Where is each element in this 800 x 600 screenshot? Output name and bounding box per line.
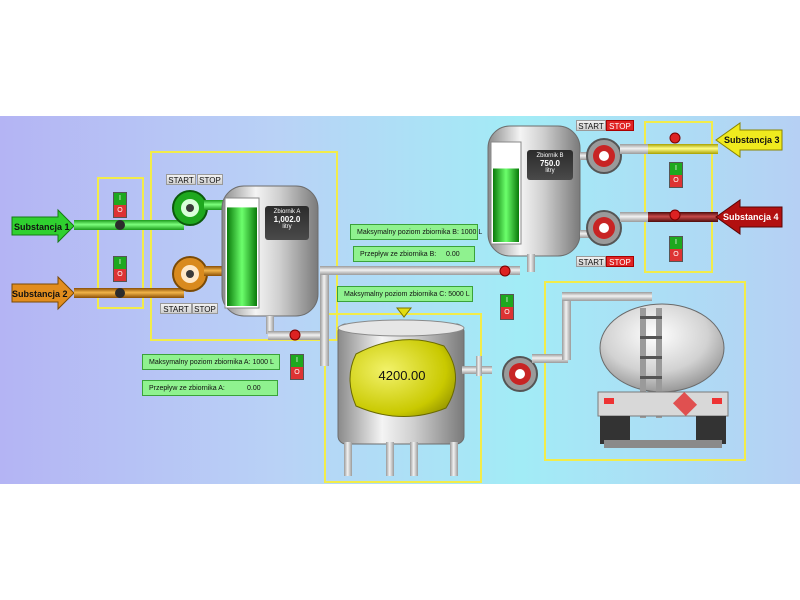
switch-on-label: I (114, 257, 126, 269)
switch-icon[interactable]: I O (113, 256, 127, 282)
tank-a-unit: litry (282, 224, 292, 230)
pump-icon (502, 292, 652, 392)
switch-icon[interactable]: I O (290, 354, 304, 380)
pump-icon (580, 210, 650, 246)
tank-a-value: 1,002.0 (273, 215, 301, 224)
pump-4-stop-button[interactable]: STOP (606, 256, 634, 267)
process-panel: Zbiornik A 1,002.0 litry Zbiornik B 750.… (0, 116, 800, 484)
pump-icon (172, 256, 224, 292)
tank-a-display: Zbiornik A 1,002.0 litry (265, 206, 309, 240)
tank-c-max-label: Maksymalny poziom zbiornika C: 5000 L (344, 291, 470, 298)
substance-3-label: Substancja 3 (724, 135, 780, 145)
tank-b-flow-value: 0.00 (446, 251, 460, 258)
switch-icon[interactable]: I O (669, 236, 683, 262)
substance-1-line (11, 208, 184, 244)
substance-4-label: Substancja 4 (723, 212, 779, 222)
tank-b-display: Zbiornik B 750.0 litry (527, 150, 573, 180)
valve-icon (115, 220, 125, 230)
pump-1-stop-button[interactable]: STOP (197, 174, 223, 185)
tank-b-level (493, 168, 519, 242)
switch-on-label: I (501, 295, 513, 307)
tank-c-value: 4200.00 (378, 368, 426, 383)
switch-off-label: O (291, 367, 303, 379)
arrow-icon (11, 208, 75, 244)
substance-1-label: Substancja 1 (14, 222, 70, 232)
pump-3-start-button[interactable]: START (576, 120, 606, 131)
switch-on-label: I (114, 193, 126, 205)
tank-c-max-panel: Maksymalny poziom zbiornika C: 5000 L (337, 286, 473, 302)
switch-off-label: O (670, 175, 682, 187)
pump-icon (580, 138, 650, 174)
switch-on-label: I (291, 355, 303, 367)
pump-2-stop-button[interactable]: STOP (192, 303, 218, 314)
tank-b-name: Zbiornik B (536, 153, 564, 159)
tank-a-name: Zbiornik A (273, 209, 301, 215)
switch-off-label: O (114, 269, 126, 281)
substance-2-line (11, 275, 184, 311)
tank-a-max-panel: Maksymalny poziom zbiornika A: 1000 L (142, 354, 280, 370)
tank-a-level (227, 207, 257, 306)
tank-a-flow-panel: Przepływ ze zbiornika A: 0.00 (142, 380, 278, 396)
pump-4-start-button[interactable]: START (576, 256, 606, 267)
switch-on-label: I (670, 163, 682, 175)
switch-icon[interactable]: I O (113, 192, 127, 218)
arrow-icon (11, 275, 75, 311)
switch-off-label: O (670, 249, 682, 261)
valve-icon (115, 288, 125, 298)
tank-b-flow-label: Przepływ ze zbiornika B: (360, 251, 437, 258)
arrow-icon (715, 199, 783, 235)
substance-2-label: Substancja 2 (12, 289, 68, 299)
tank-a-flow-value: 0.00 (247, 385, 261, 392)
pump-1-start-button[interactable]: START (166, 174, 196, 185)
pump-3-stop-button[interactable]: STOP (606, 120, 634, 131)
switch-off-label: O (114, 205, 126, 217)
tank-a-max-label: Maksymalny poziom zbiornika A: 1000 L (149, 359, 274, 366)
switch-on-label: I (670, 237, 682, 249)
tank-b-flow-panel: Przepływ ze zbiornika B: 0.00 (353, 246, 475, 262)
pump-icon (172, 190, 224, 226)
tank-a-flow-label: Przepływ ze zbiornika A: (149, 385, 225, 392)
switch-off-label: O (501, 307, 513, 319)
tank-icon (487, 125, 581, 272)
tank-b-max-panel: Maksymalny poziom zbiornika B: 1000 L (350, 224, 482, 240)
tank-c-liquid (349, 339, 456, 417)
tank-b-unit: litry (545, 168, 555, 174)
tank-b-max-label: Maksymalny poziom zbiornika B: 1000 L (357, 229, 483, 236)
tank-icon (337, 307, 492, 476)
arrow-icon (715, 122, 783, 158)
tanker-truck-icon (597, 303, 729, 448)
switch-icon[interactable]: I O (669, 162, 683, 188)
tank-b-value: 750.0 (539, 159, 561, 168)
switch-icon[interactable]: I O (500, 294, 514, 320)
pump-2-start-button[interactable]: START (160, 303, 192, 314)
